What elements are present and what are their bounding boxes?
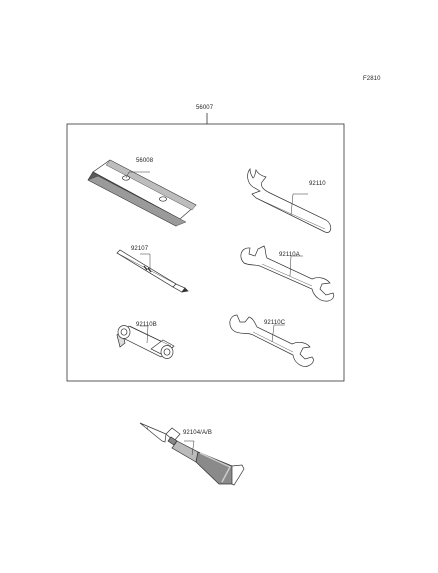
hook-spanner-illustration: [247, 168, 332, 233]
tool-bag-illustration: [87, 159, 197, 227]
socket-wrench-illustration: [116, 325, 175, 359]
part-number-wrench-c: 92110C: [264, 320, 286, 326]
kit-part-number: 56007: [196, 105, 214, 111]
part-number-wrench-a: 92110A: [279, 252, 300, 258]
wrench-c-illustration: [229, 314, 314, 367]
part-number-sealant-tube: 92104/A/B: [183, 430, 212, 436]
part-number-tool-bag: 56008: [136, 158, 154, 164]
part-number-socket-wrench: 92110B: [136, 322, 157, 328]
part-number-hook-spanner: 92110: [309, 181, 326, 187]
figure-code: F2810: [363, 76, 381, 82]
part-number-screwdriver: 92107: [131, 246, 149, 252]
kit-frame: [66, 113, 345, 382]
screwdriver-illustration: [116, 249, 189, 293]
sealant-tube-illustration: [139, 422, 245, 486]
wrench-a-illustration: [240, 245, 335, 302]
